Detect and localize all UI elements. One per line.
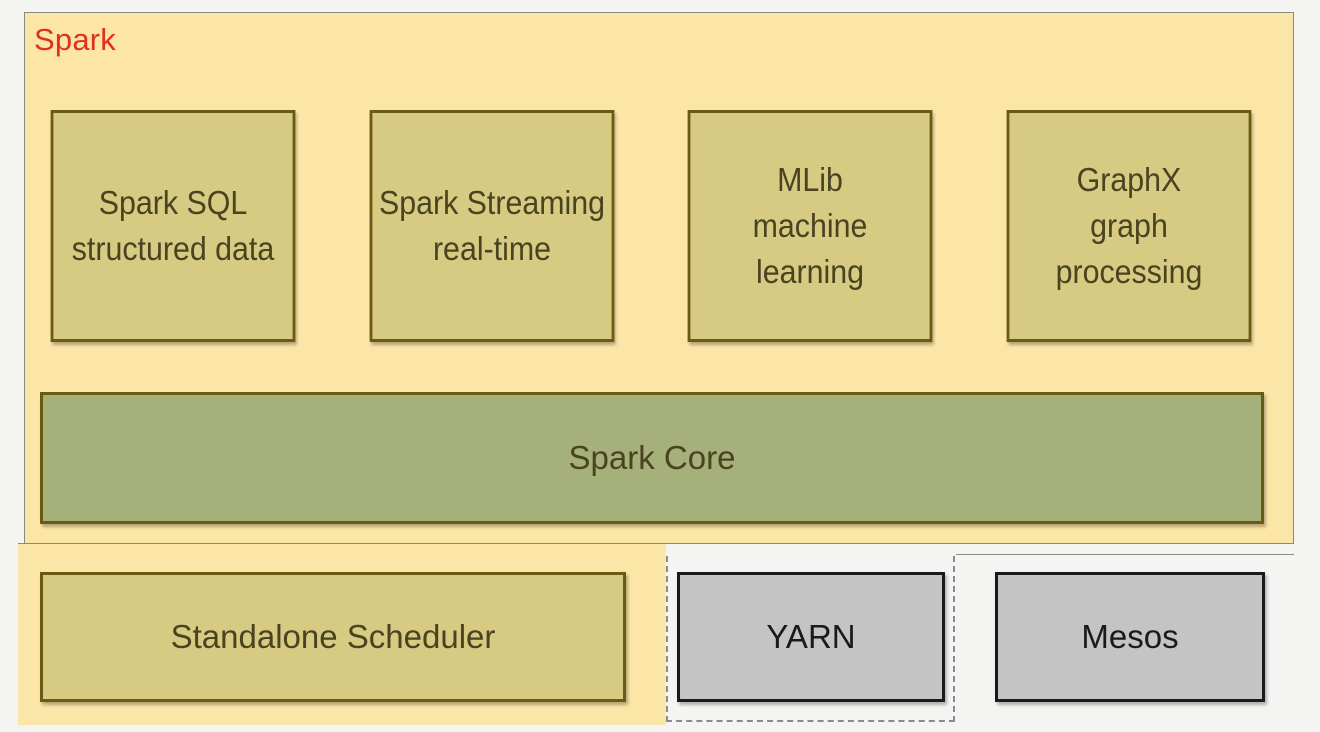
component-line: real-time bbox=[432, 230, 552, 267]
component-line: machine bbox=[752, 207, 868, 244]
component-line: Spark Streaming bbox=[378, 184, 606, 221]
mlib-box: MLib machine learning bbox=[687, 110, 933, 342]
component-line: structured data bbox=[71, 230, 275, 267]
spark-core-box: Spark Core bbox=[40, 392, 1264, 524]
spark-core-label: Spark Core bbox=[568, 439, 736, 476]
component-line: processing bbox=[1055, 253, 1203, 290]
spark-streaming-box: Spark Streaming real-time bbox=[369, 110, 615, 342]
yarn-box: YARN bbox=[677, 572, 945, 702]
mesos-box: Mesos bbox=[995, 572, 1265, 702]
component-line: MLib bbox=[777, 161, 843, 198]
component-line: Spark SQL bbox=[98, 184, 248, 221]
standalone-scheduler-label: Standalone Scheduler bbox=[170, 618, 496, 655]
yarn-label: YARN bbox=[766, 618, 856, 655]
region-boundary-line bbox=[956, 554, 1294, 555]
component-line: graph bbox=[1090, 207, 1168, 244]
spark-sql-box: Spark SQL structured data bbox=[50, 110, 296, 342]
mesos-label: Mesos bbox=[1081, 618, 1179, 655]
spark-region-title: Spark bbox=[34, 22, 116, 57]
graphx-box: GraphX graph processing bbox=[1006, 110, 1252, 342]
component-line: learning bbox=[755, 253, 865, 290]
standalone-scheduler-box: Standalone Scheduler bbox=[40, 572, 626, 702]
component-line: GraphX bbox=[1076, 161, 1182, 198]
yarn-dashed-outline bbox=[666, 556, 955, 722]
